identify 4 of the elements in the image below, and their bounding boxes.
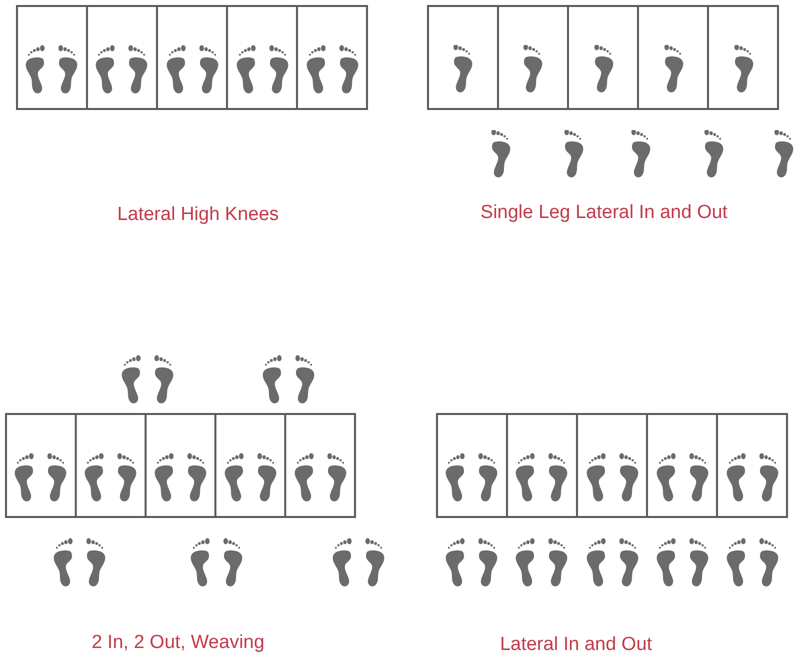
drill-caption: Lateral In and Out [500, 634, 652, 656]
drill-caption: 2 In, 2 Out, Weaving [92, 632, 264, 654]
drill-caption: Lateral High Knees [117, 204, 279, 226]
drill-caption: Single Leg Lateral In and Out [480, 202, 728, 224]
